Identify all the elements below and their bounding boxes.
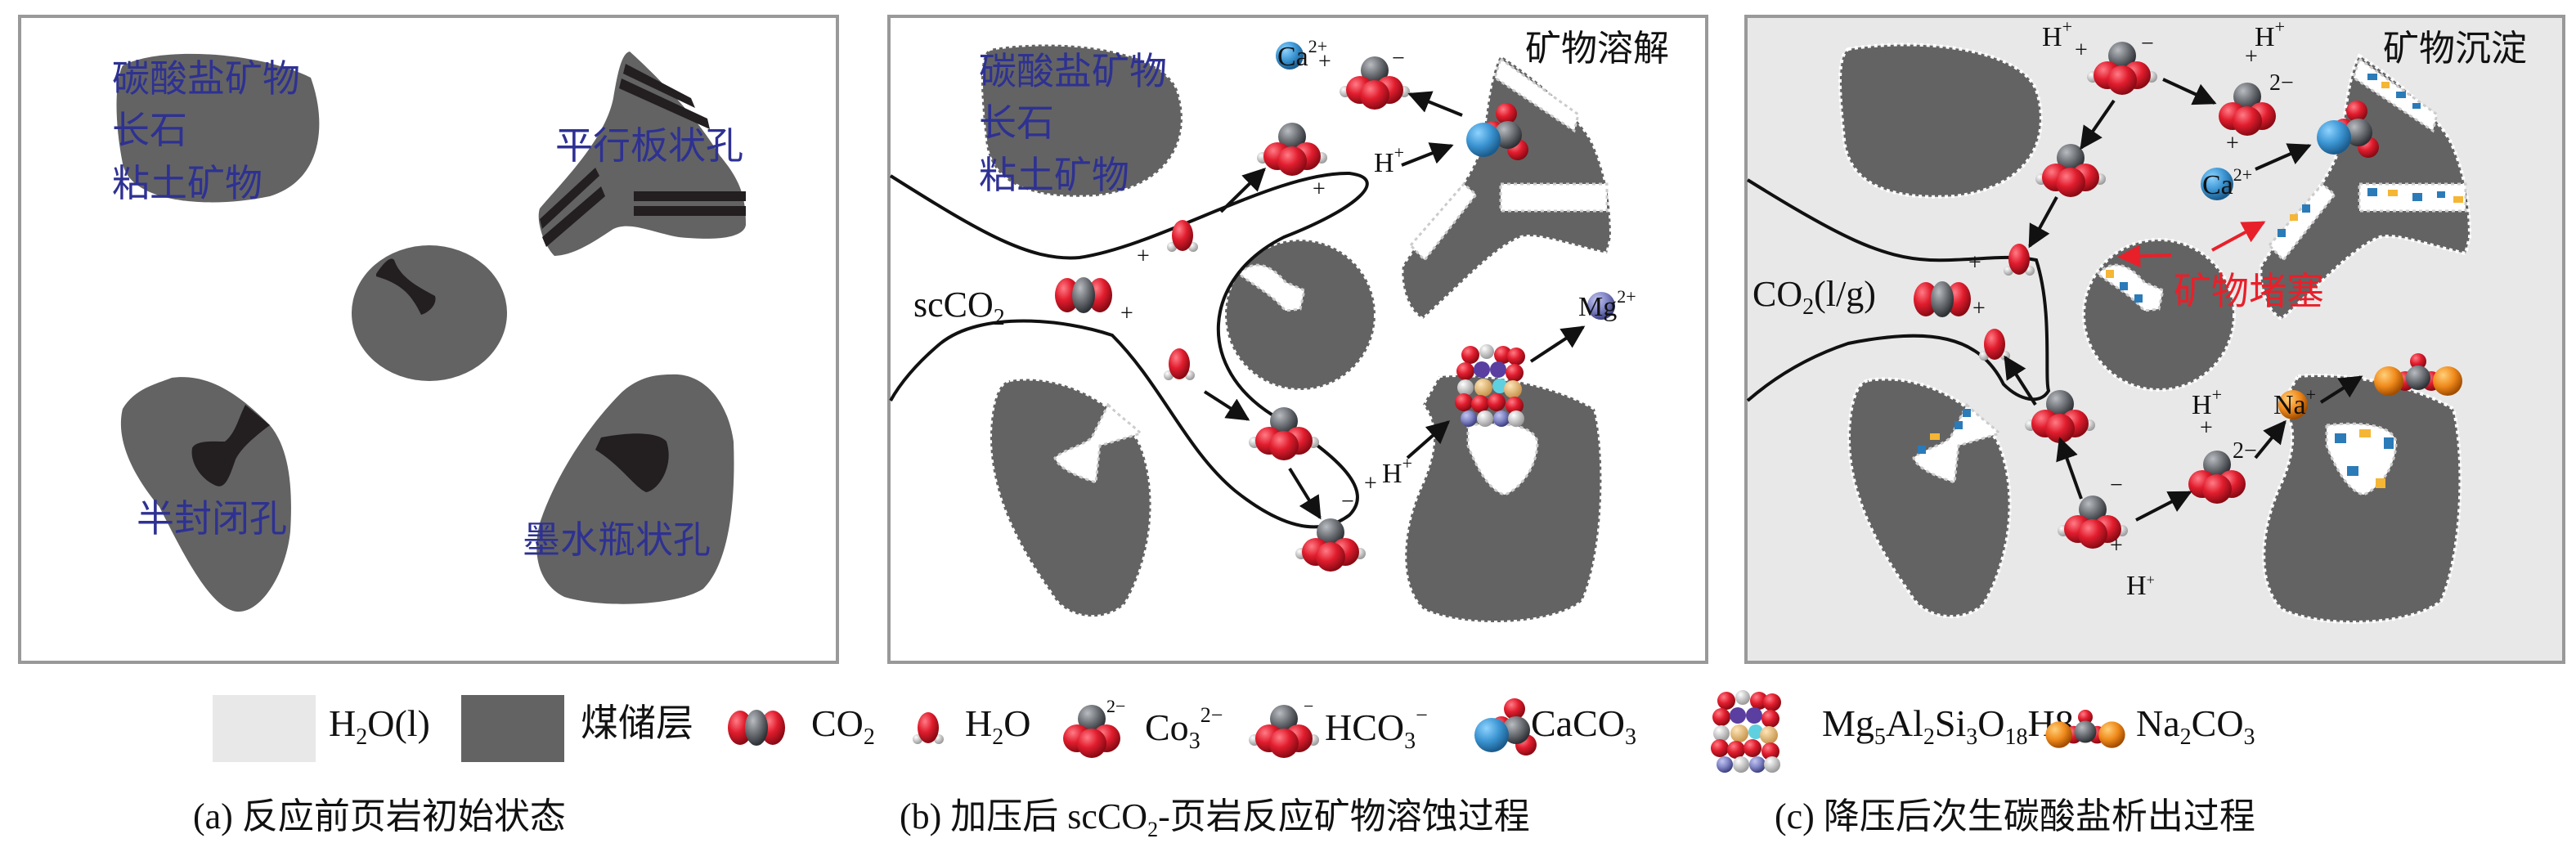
- charge-plus: +: [2200, 415, 2213, 441]
- charge-two-minus: 2−: [2233, 438, 2257, 464]
- reaction-arrows: [2004, 78, 2363, 522]
- label-ink-bottle-pore: 墨水瓶状孔: [523, 519, 711, 561]
- charge-plus: +: [1137, 244, 1150, 269]
- charge-plus: +: [1313, 177, 1326, 202]
- charge-minus: −: [2110, 473, 2123, 498]
- charge-plus: +: [1968, 250, 1981, 276]
- mineral-label-carbonate: 碳酸盐矿物: [979, 51, 1167, 92]
- mineral-label-carbonate: 碳酸盐矿物: [112, 58, 300, 100]
- charge-two-minus: 2−: [2269, 70, 2294, 96]
- fluid-label-scco2: scCO2: [913, 285, 1005, 330]
- co2-molecule: [1055, 277, 1112, 313]
- charge-plus: +: [2110, 533, 2123, 558]
- ca-ion: [2201, 168, 2233, 200]
- dead-end-pore: [376, 258, 436, 315]
- ion-label-h: H+: [1374, 142, 1404, 178]
- rock-ink-bottle-grain: [536, 374, 734, 604]
- charge-minus: −: [1341, 489, 1354, 514]
- panel-b: 碳酸盐矿物 长石 粘土矿物 矿物溶解 scCO2 Ca2+ H+ Mg2+ H+…: [887, 15, 1708, 664]
- blockage-arrows: [2117, 221, 2266, 268]
- mg-aluminosilicate-cluster: [1455, 344, 1525, 427]
- label-semi-closed-pore: 半封闭孔: [137, 498, 287, 540]
- charge-plus: +: [1972, 296, 1986, 321]
- mineral-label-clay: 粘土矿物: [112, 163, 263, 204]
- charge-plus: +: [1120, 301, 1133, 326]
- ion-label-h: H+: [2126, 571, 2155, 601]
- fluid-label-co2-lg: CO2(l/g): [1752, 274, 1876, 320]
- ion-label-h: H+: [2255, 16, 2285, 52]
- ion-label-h: H+: [2042, 16, 2072, 52]
- secondary-carbonate-deposits: [1918, 74, 2463, 488]
- charge-plus: +: [1318, 49, 1331, 74]
- label-mineral-blockage: 矿物堵塞: [2174, 271, 2324, 312]
- charge-plus: +: [1364, 471, 1377, 496]
- charge-plus: +: [2075, 38, 2088, 63]
- ion-label-h: H+: [1382, 453, 1412, 489]
- charge-plus: +: [2245, 44, 2258, 70]
- rock-carbonate-grain: [116, 53, 320, 203]
- panel-a: 碳酸盐矿物 长石 粘土矿物 平行板状孔 半封闭孔 墨水瓶状孔: [18, 15, 839, 664]
- reaction-arrows: [1203, 91, 1586, 520]
- na-ion: [2278, 390, 2308, 419]
- ion-label-na: Na+: [2273, 384, 2316, 420]
- charge-minus: −: [2141, 31, 2154, 56]
- rock-semi-closed-grain: [120, 377, 291, 612]
- mineral-label-feldspar: 长石: [112, 110, 187, 151]
- mg-ion: [1587, 292, 1615, 320]
- panel-c: 矿物沉淀 CO2(l/g) 矿物堵塞 H+ H+ Ca2+ H+ Na+ H+ …: [1744, 15, 2565, 664]
- ion-label-mg: Mg2+: [1578, 286, 1636, 322]
- mineral-label-clay: 粘土矿物: [979, 155, 1129, 196]
- charge-plus: +: [2226, 131, 2239, 156]
- rock-center-grain: [352, 245, 507, 381]
- ion-label-ca: Ca2+: [2202, 164, 2252, 200]
- ca-ion: [1276, 42, 1304, 70]
- co2-flow-boundary: [1746, 178, 2051, 402]
- label-parallel-plate-pore: 平行板状孔: [555, 125, 743, 167]
- mineral-label-feldspar: 长石: [979, 102, 1054, 144]
- charge-minus: −: [1392, 46, 1405, 71]
- panel-c-title: 矿物沉淀: [2383, 29, 2527, 69]
- panel-b-title: 矿物溶解: [1525, 29, 1669, 69]
- ion-label-ca: Ca2+: [1277, 36, 1327, 72]
- rock-parallel-plate-grain: [538, 52, 746, 256]
- co2-molecule: [1914, 281, 1971, 317]
- ion-label-h: H+: [2192, 384, 2222, 420]
